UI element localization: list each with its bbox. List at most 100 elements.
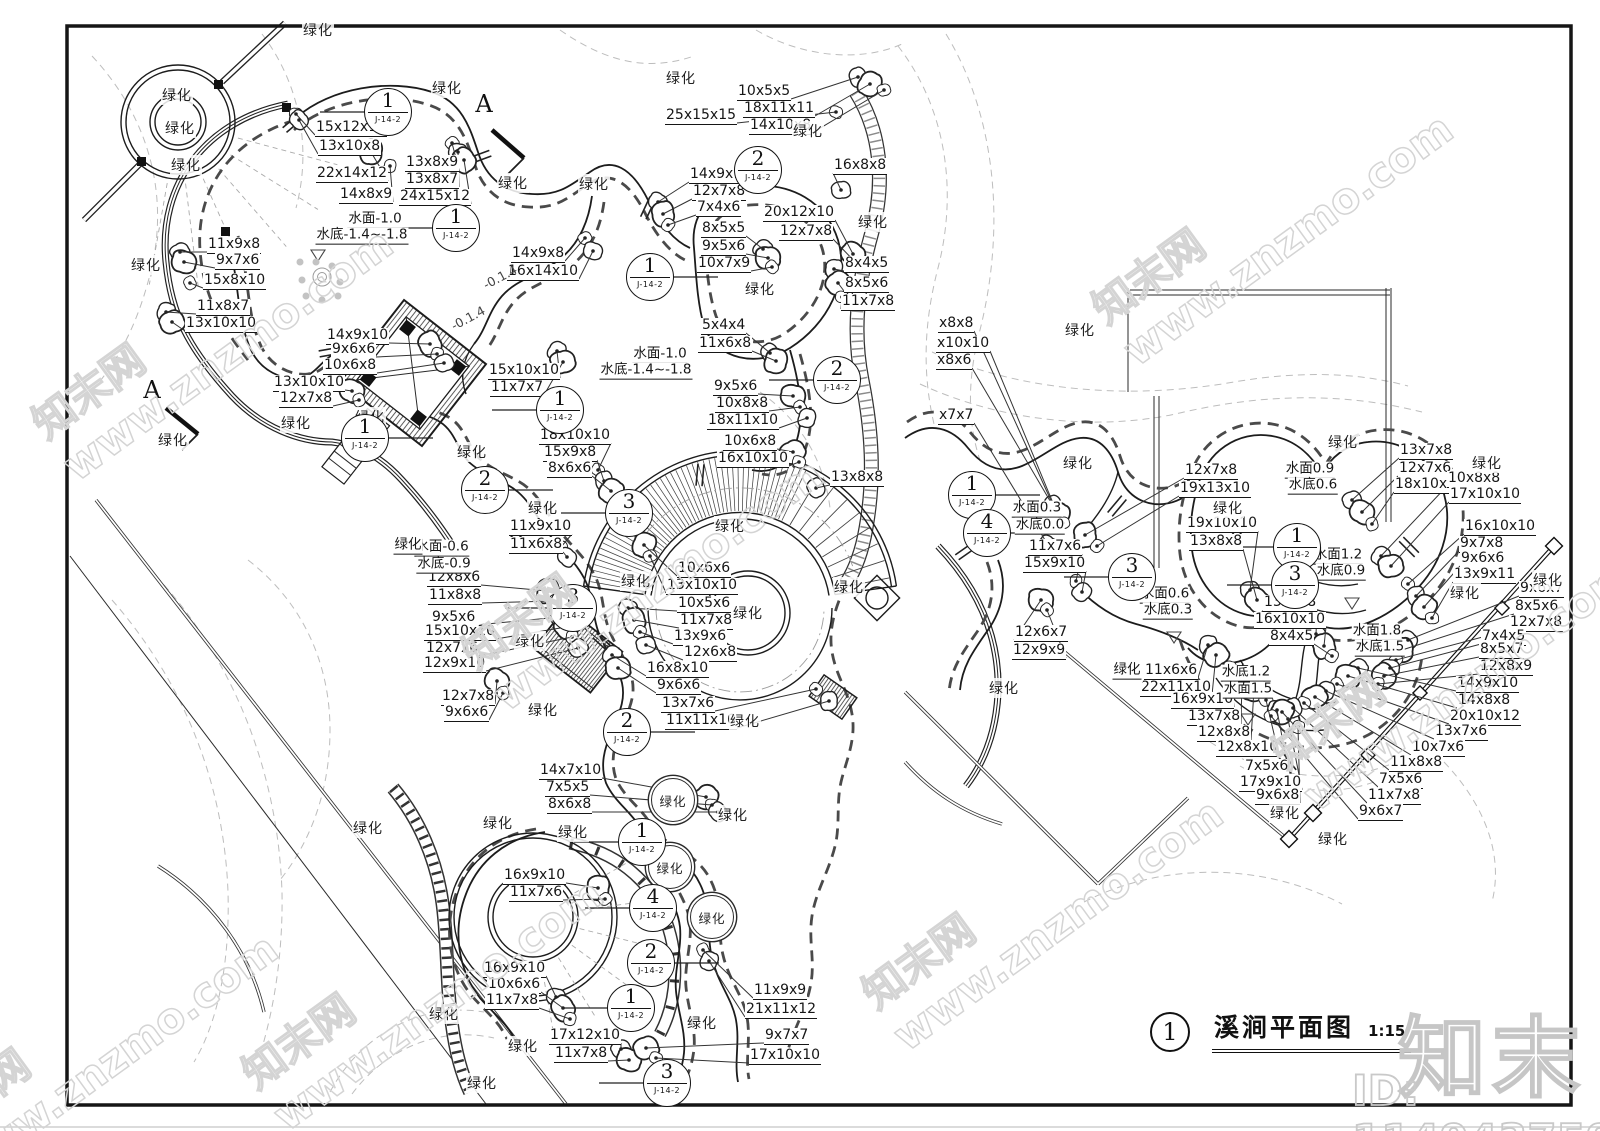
dim-label: 14x7x10 (539, 762, 603, 780)
callout-reference: J-14-2 (637, 966, 665, 975)
callout-reference: J-14-2 (1118, 580, 1146, 589)
dim-label: 13x8x9 (405, 154, 460, 172)
section-marker: A (475, 90, 493, 118)
dim-label: 8x5x5 (701, 220, 747, 238)
dim-label: x7x7 (938, 407, 975, 425)
callout-number: 1 (622, 819, 662, 843)
callout-reference: J-14-2 (471, 493, 499, 502)
water-level-label: 绿化 (1112, 661, 1142, 680)
green-area-label: 绿化 (578, 174, 610, 194)
callout-number: 2 (607, 709, 647, 733)
water-level-label: 水面1.2 (1312, 546, 1364, 565)
dim-label: 16x9x10 (503, 867, 567, 885)
green-area-label: 绿化 (833, 577, 865, 597)
dim-label: 11x6x6 (1144, 662, 1199, 680)
callout-reference: J-14-2 (653, 1086, 681, 1095)
green-area-label: 绿化 (164, 118, 196, 138)
dim-label: 10x5x6 (677, 595, 732, 613)
detail-callout: 3 J-14-2 (643, 1059, 691, 1107)
water-level-label: 水底1.2 (1220, 663, 1272, 682)
callout-reference: J-14-2 (559, 611, 587, 620)
dim-label: 13x8x7 (405, 171, 460, 189)
dim-label: 12x7x8 (1509, 614, 1564, 632)
detail-callout: 4 J-14-2 (629, 884, 677, 932)
dim-label: 9x6x6 (656, 677, 702, 695)
callout-number: 1 (952, 472, 992, 496)
green-area-label: 绿化 (1449, 583, 1481, 603)
green-area-label: 绿化 (792, 121, 824, 141)
callout-reference: J-14-2 (617, 1011, 645, 1020)
callout-number: 1 (368, 89, 408, 113)
dim-label: 11x9x9 (753, 982, 808, 1000)
green-area-label: 绿化 (1269, 803, 1301, 823)
water-level-label: 水底-1.4~-1.8 (315, 226, 409, 245)
dim-label: 14x9x8 (511, 245, 566, 263)
detail-callout: 1 J-14-2 (626, 253, 674, 301)
detail-callout: 4 J-14-2 (963, 509, 1011, 557)
detail-callout: 2 J-14-2 (813, 356, 861, 404)
water-level-label: 水底0.6 (1287, 476, 1339, 495)
green-area-label: 绿化 (717, 805, 749, 825)
green-area-label: 绿化 (1471, 453, 1503, 473)
dim-label: 8x5x7 (1479, 641, 1525, 659)
detail-callout: 2 J-14-2 (603, 708, 651, 756)
dim-label: 13x10x10 (185, 315, 258, 333)
dim-label: 11x6x8 (698, 335, 753, 353)
dim-label: x8x8 (938, 315, 975, 333)
detail-callout: 1 J-14-2 (618, 818, 666, 866)
dim-label: 21x11x12 (745, 1001, 818, 1019)
callout-number: 4 (633, 885, 673, 909)
water-level-label: 水面1.8 (1351, 622, 1403, 641)
dim-label: 11x7x8 (485, 992, 540, 1010)
dim-label: 11x7x6 (1028, 538, 1083, 556)
dim-label: 12x8x8 (1197, 724, 1252, 742)
callout-number: 3 (609, 490, 649, 514)
dim-label: 11x7x8 (1367, 787, 1422, 805)
green-area-label: 绿化 (161, 85, 193, 105)
diamond-plaza (853, 574, 901, 622)
green-area-badge: 绿化 (690, 895, 734, 939)
dim-label: 7x5x6 (1378, 771, 1424, 789)
green-area-label: 绿化 (507, 1036, 539, 1056)
callout-reference: J-14-2 (1283, 550, 1311, 559)
detail-callout: 1 J-14-2 (432, 204, 480, 252)
callout-reference: J-14-2 (374, 115, 402, 124)
green-area-label: 绿化 (428, 1004, 460, 1024)
dim-label: 12x7x8 (441, 688, 496, 706)
dim-label: 11x8x8 (428, 587, 483, 605)
dim-label: x10x10 (936, 335, 991, 353)
dim-label: 18x11x11 (743, 100, 816, 118)
green-area-label: 绿化 (456, 442, 488, 462)
detail-callout: 2 J-14-2 (734, 146, 782, 194)
green-area-label: 绿化 (714, 516, 746, 536)
dim-label: 12x9x10 (423, 655, 487, 673)
detail-callout: 3 J-14-2 (549, 584, 597, 632)
callout-number: 2 (738, 147, 778, 171)
dim-label: 11x7x8 (554, 1045, 609, 1063)
callout-number: 1 (436, 205, 476, 229)
callout-reference: J-14-2 (1281, 588, 1309, 597)
green-area-label: 绿化 (665, 68, 697, 88)
planting-dots (296, 258, 344, 304)
water-level-label: 水面0.3 (1011, 499, 1063, 518)
dim-label: 13x10x10 (273, 374, 346, 392)
figure-number-circle: 1 (1150, 1012, 1190, 1052)
figure-title: 溪涧平面图 (1214, 1013, 1355, 1042)
dim-label: 14x8x9 (339, 186, 394, 204)
callout-number: 3 (647, 1060, 687, 1084)
dim-label: 8x5x6 (844, 275, 890, 293)
dim-label: 15x9x10 (1023, 555, 1087, 573)
callout-reference: J-14-2 (628, 845, 656, 854)
dim-label: 13x8x8 (830, 469, 885, 487)
callout-number: 3 (1112, 554, 1152, 578)
callout-reference: J-14-2 (823, 383, 851, 392)
callout-number: 2 (465, 467, 505, 491)
water-level-label: 水底0.0 (1014, 516, 1066, 535)
water-level-label: 水面1.5 (1222, 680, 1274, 699)
callout-reference: J-14-2 (546, 413, 574, 422)
dim-label: 11x8x8 (1389, 754, 1444, 772)
callout-number: 1 (611, 985, 651, 1009)
dim-label: 12x7x8 (279, 390, 334, 408)
dim-label: 11x7x6 (509, 884, 564, 902)
